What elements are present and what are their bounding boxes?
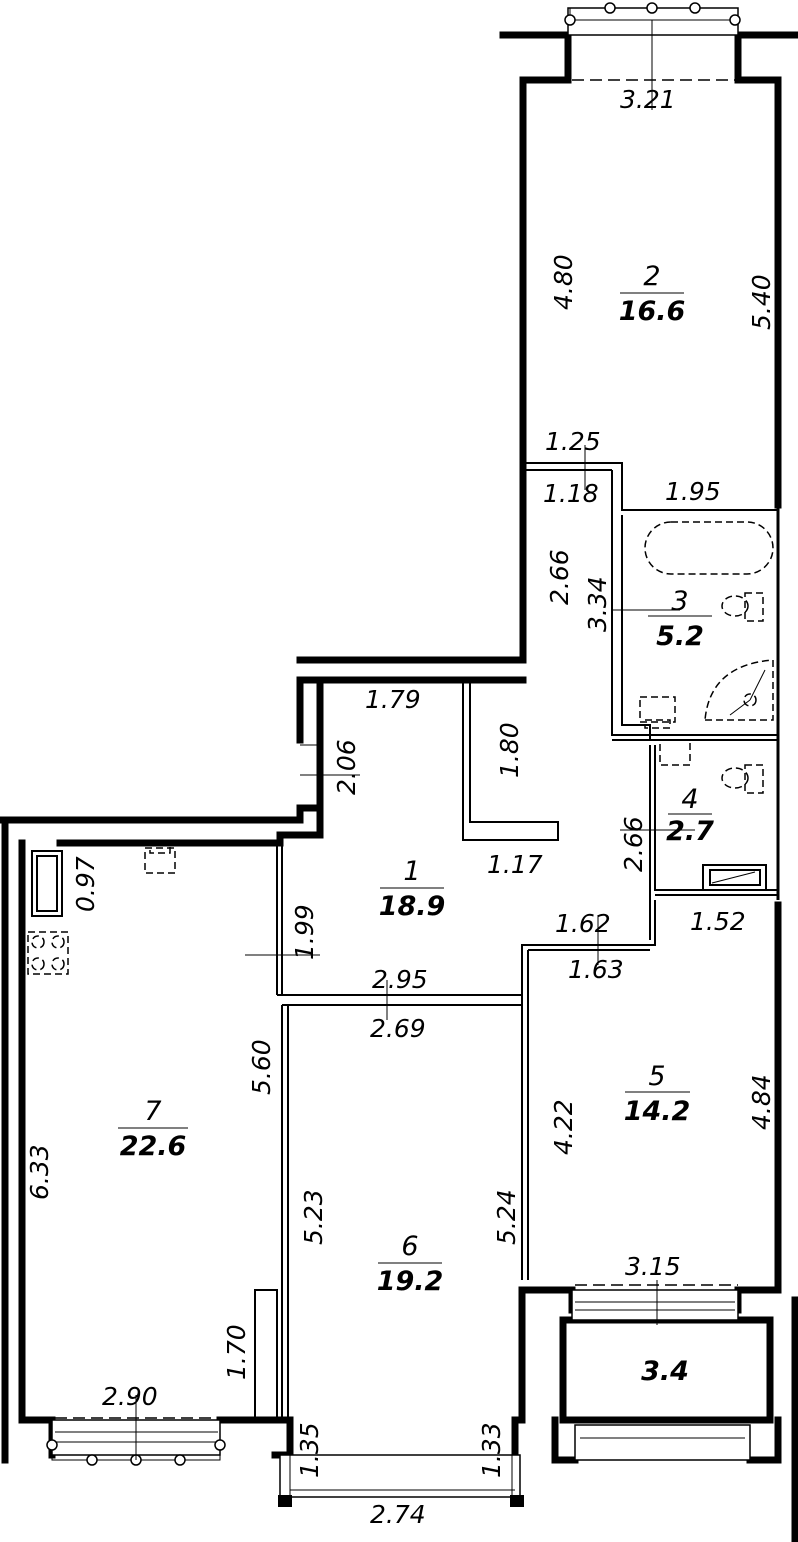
room-1-area: 18.9 [379, 891, 446, 922]
dim-label: 1.52 [690, 907, 746, 936]
dimension-lines [118, 20, 712, 1460]
dim-label: 1.79 [365, 685, 421, 714]
dim-label: 2.90 [102, 1382, 158, 1411]
shower-icon [704, 659, 774, 721]
marker-circle [564, 14, 576, 26]
dim-label: 5.23 [299, 1189, 328, 1245]
outer-walls [0, 31, 798, 1542]
dim-label: 3.21 [620, 85, 676, 114]
dim-label: 2.74 [370, 1500, 426, 1529]
dim-label: 1.70 [222, 1324, 251, 1380]
dim-label: 1.25 [545, 427, 601, 456]
room-3-number: 3 [671, 586, 688, 617]
window-bottom-right [571, 1289, 739, 1321]
dim-label: 3.34 [583, 576, 612, 632]
dim-label: 0.97 [71, 856, 100, 912]
sink-icon [144, 844, 176, 874]
dim-label: 5.24 [492, 1189, 521, 1245]
dim-label: 5.40 [747, 274, 776, 330]
room-2-area: 16.6 [619, 296, 686, 327]
washing-machine-icon [702, 864, 767, 891]
dim-label: 1.62 [555, 909, 611, 938]
marker-circle [214, 1439, 226, 1451]
marker-circle [646, 2, 658, 14]
fixtures [27, 521, 774, 975]
dimension-labels: 3.21 4.80 5.40 1.25 1.18 1.95 2.66 3.34 … [25, 85, 776, 1529]
dim-label: 2.66 [619, 816, 648, 872]
room-4-area: 2.7 [666, 816, 714, 847]
dim-label: 6.33 [25, 1144, 54, 1200]
dim-label: 4.22 [549, 1099, 578, 1155]
dim-label: 1.17 [487, 850, 543, 879]
room-5-area: 14.2 [624, 1096, 691, 1127]
dim-label: 2.95 [372, 965, 428, 994]
room-1-number: 1 [403, 856, 420, 887]
marker-circle [729, 14, 741, 26]
marker-circle [86, 1454, 98, 1466]
window-balcony [574, 1424, 751, 1461]
room-3-area: 5.2 [656, 621, 704, 652]
bathtub-icon [644, 521, 774, 575]
sink-icon [639, 696, 676, 729]
dim-label: 1.63 [568, 955, 624, 984]
dim-label: 1.33 [477, 1422, 506, 1478]
dim-label: 1.99 [290, 904, 319, 960]
sink-icon [659, 739, 691, 766]
stove-icon [27, 931, 69, 975]
room-labels: 2 16.6 3 5.2 4 2.7 1 18.9 5 14.2 7 22.6 … [120, 261, 714, 1387]
dim-label: 3.15 [625, 1252, 681, 1281]
dim-label: 2.66 [545, 549, 574, 605]
marker-circle [174, 1454, 186, 1466]
room-6-number: 6 [401, 1231, 418, 1262]
room-7-area: 22.6 [120, 1131, 187, 1162]
dim-label: 2.06 [332, 739, 361, 795]
dim-label: 2.69 [370, 1014, 426, 1043]
window-top [567, 7, 739, 36]
dim-label: 5.60 [247, 1039, 276, 1095]
interior-walls [254, 462, 778, 1421]
marker-circle [604, 2, 616, 14]
room-7-number: 7 [144, 1096, 161, 1127]
dim-label: 1.95 [665, 477, 721, 506]
dim-label: 4.84 [747, 1074, 776, 1130]
room-2-number: 2 [643, 261, 660, 292]
room-4-number: 4 [681, 784, 698, 815]
toilet-icon [721, 764, 764, 794]
dim-label: 4.80 [549, 254, 578, 310]
marker-circle [46, 1439, 58, 1451]
fridge-icon [31, 850, 63, 917]
balcony-area: 3.4 [641, 1356, 689, 1387]
toilet-icon [721, 592, 764, 622]
marker-circle [689, 2, 701, 14]
room-6-area: 19.2 [377, 1266, 444, 1297]
room-5-number: 5 [648, 1061, 665, 1092]
dim-label: 1.18 [543, 479, 599, 508]
dim-label: 1.80 [495, 722, 524, 778]
dim-label: 1.35 [295, 1422, 324, 1478]
